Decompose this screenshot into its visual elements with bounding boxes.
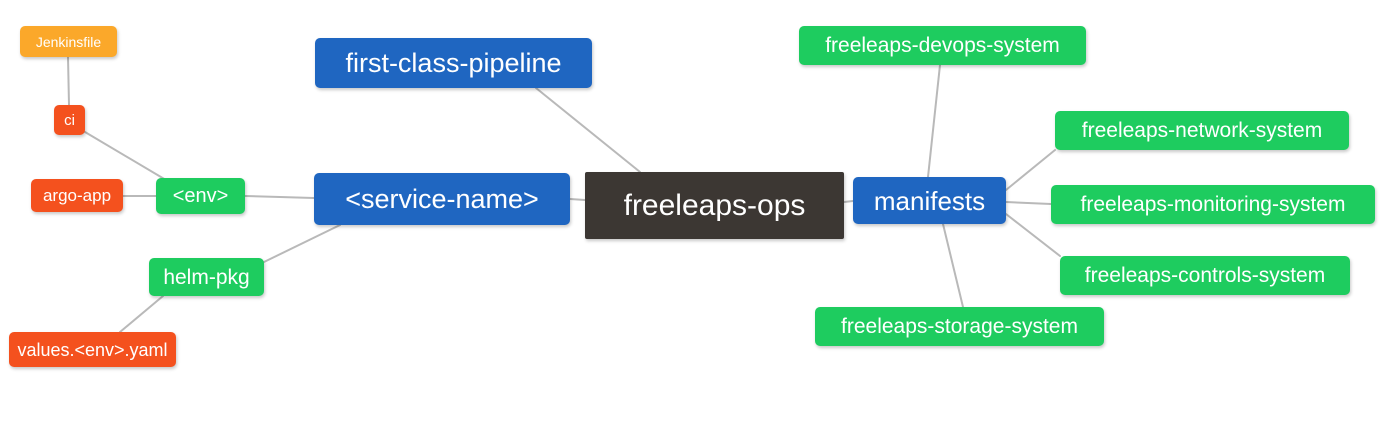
- node-jenkinsfile[interactable]: Jenkinsfile: [20, 26, 117, 57]
- edge-manifests-to-freeleaps-devops-system: [927, 64, 941, 178]
- node-freeleaps-ops[interactable]: freeleaps-ops: [585, 172, 844, 239]
- edge-env-to-ci: [84, 131, 167, 181]
- edge-service-name-to-helm-pkg: [263, 224, 341, 263]
- edge-manifests-to-freeleaps-storage-system: [942, 223, 964, 308]
- edge-service-name-to-env: [244, 195, 315, 199]
- edge-ci-to-jenkinsfile: [67, 56, 70, 106]
- node-first-class-pipeline[interactable]: first-class-pipeline: [315, 38, 592, 88]
- edge-manifests-to-freeleaps-network-system: [1005, 149, 1056, 191]
- node-freeleaps-devops-system[interactable]: freeleaps-devops-system: [799, 26, 1086, 65]
- node-freeleaps-monitoring-system[interactable]: freeleaps-monitoring-system: [1051, 185, 1375, 224]
- edge-freeleaps-ops-to-service-name: [569, 198, 586, 201]
- node-freeleaps-controls-system[interactable]: freeleaps-controls-system: [1060, 256, 1350, 295]
- node-freeleaps-network-system[interactable]: freeleaps-network-system: [1055, 111, 1349, 150]
- edge-manifests-to-freeleaps-monitoring-system: [1005, 201, 1052, 205]
- edge-freeleaps-ops-to-first-class-pipeline: [535, 87, 641, 173]
- node-argo-app[interactable]: argo-app: [31, 179, 123, 212]
- node-env[interactable]: <env>: [156, 178, 245, 214]
- edge-freeleaps-ops-to-manifests: [843, 200, 854, 203]
- node-helm-pkg[interactable]: helm-pkg: [149, 258, 264, 296]
- node-service-name[interactable]: <service-name>: [314, 173, 570, 225]
- node-manifests[interactable]: manifests: [853, 177, 1006, 224]
- edge-helm-pkg-to-values-env-yaml: [119, 295, 164, 333]
- node-ci[interactable]: ci: [54, 105, 85, 135]
- node-values-env-yaml[interactable]: values.<env>.yaml: [9, 332, 176, 367]
- node-freeleaps-storage-system[interactable]: freeleaps-storage-system: [815, 307, 1104, 346]
